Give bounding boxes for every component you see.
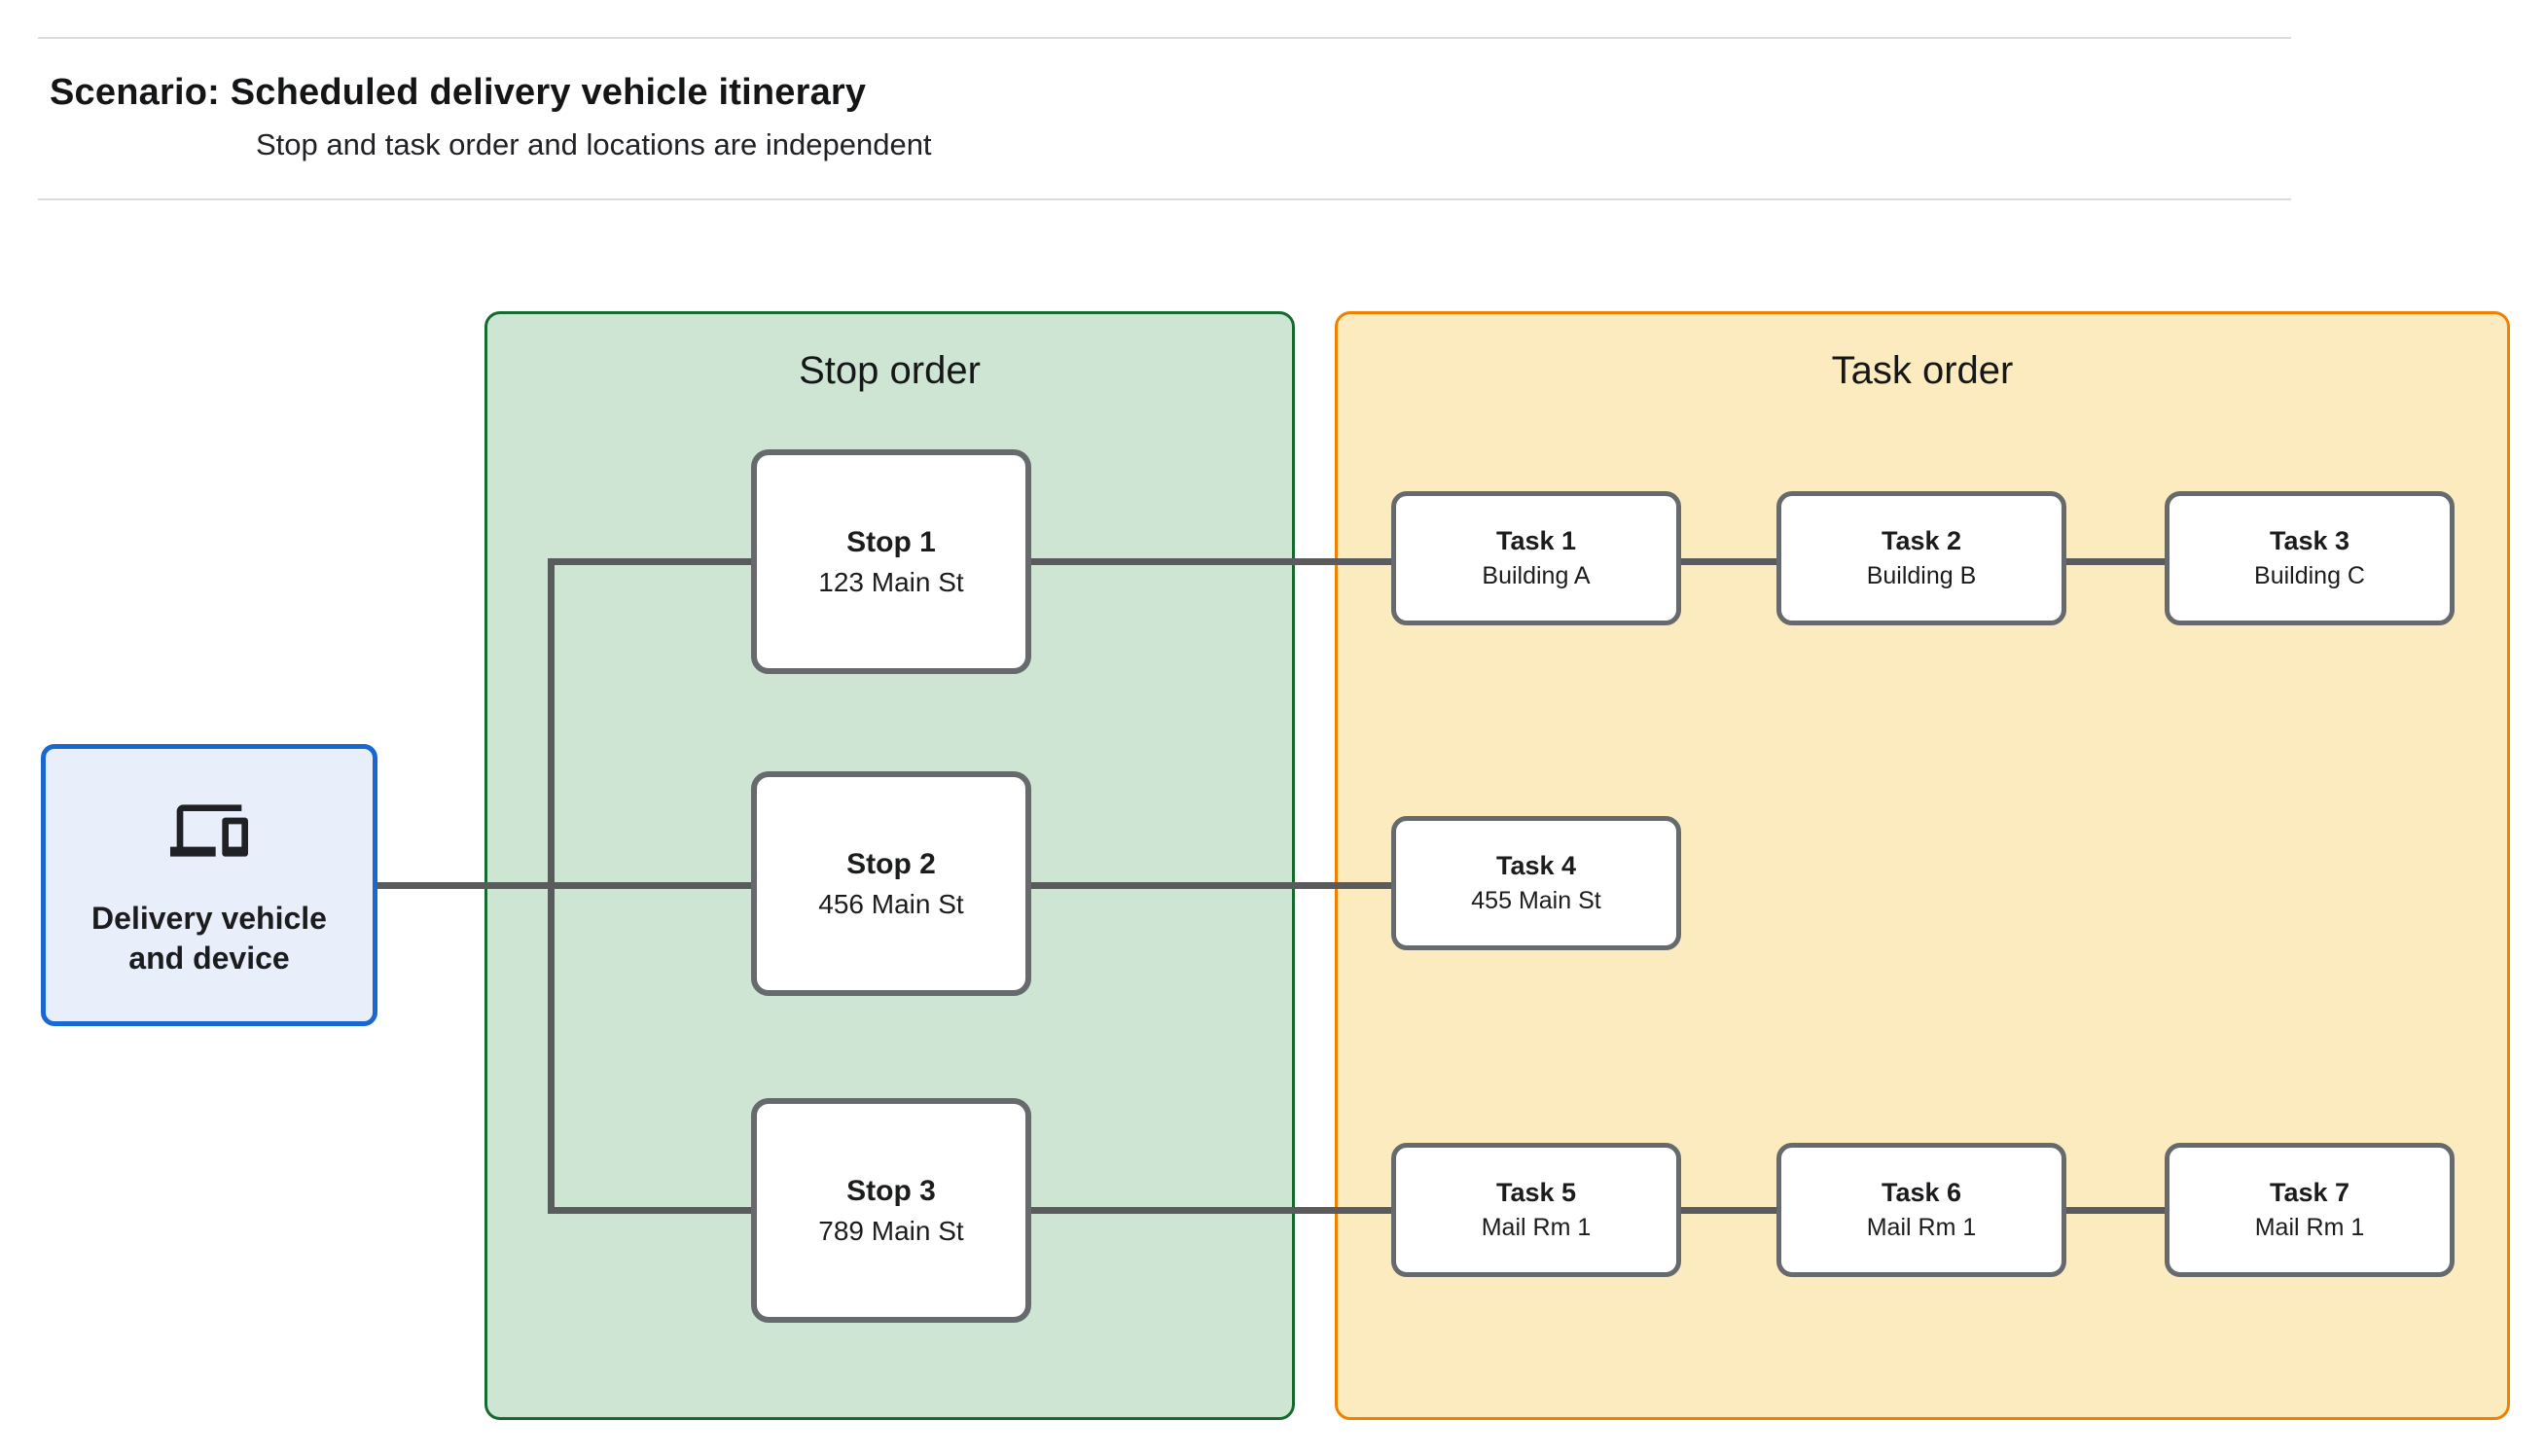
connector-branch-stop3 <box>548 1207 751 1214</box>
task-5-node: Task 5 Mail Rm 1 <box>1391 1143 1681 1277</box>
task-order-title: Task order <box>1831 349 2014 392</box>
task-name: Task 7 <box>2269 1178 2350 1207</box>
stop-name: Stop 2 <box>846 847 936 880</box>
stop-3-node: Stop 3 789 Main St <box>751 1098 1031 1323</box>
connector-stop2-task4 <box>1031 882 1391 889</box>
task-name: Task 3 <box>2269 526 2350 555</box>
divider-top <box>38 37 2291 39</box>
stop-2-node: Stop 2 456 Main St <box>751 771 1031 996</box>
task-6-node: Task 6 Mail Rm 1 <box>1776 1143 2066 1277</box>
task-location: Mail Rm 1 <box>1866 1213 1977 1241</box>
page-title: Scenario: Scheduled delivery vehicle iti… <box>50 72 867 113</box>
delivery-vehicle-node: Delivery vehicle and device <box>41 744 377 1026</box>
stop-order-title: Stop order <box>799 349 981 392</box>
connector-task2-task3 <box>2066 558 2165 565</box>
task-name: Task 1 <box>1495 526 1577 555</box>
connector-task1-task2 <box>1681 558 1776 565</box>
connector-vehicle-stop2 <box>376 882 751 889</box>
task-name: Task 5 <box>1495 1178 1577 1207</box>
task-2-node: Task 2 Building B <box>1776 491 2066 625</box>
page-subtitle: Stop and task order and locations are in… <box>256 127 932 161</box>
connector-task5-task6 <box>1681 1207 1776 1214</box>
stop-name: Stop 1 <box>846 525 936 558</box>
task-1-node: Task 1 Building A <box>1391 491 1681 625</box>
task-location: Mail Rm 1 <box>1481 1213 1592 1241</box>
stop-location: 123 Main St <box>818 566 964 597</box>
task-name: Task 4 <box>1495 851 1577 880</box>
stop-location: 456 Main St <box>818 888 964 919</box>
task-location: Building C <box>2254 561 2365 589</box>
task-name: Task 6 <box>1881 1178 1962 1207</box>
connector-stop1-task1 <box>1031 558 1391 565</box>
stop-1-node: Stop 1 123 Main St <box>751 449 1031 674</box>
stop-name: Stop 3 <box>846 1174 936 1207</box>
devices-icon <box>161 792 258 870</box>
stop-location: 789 Main St <box>818 1215 964 1246</box>
divider-bottom <box>38 198 2291 200</box>
task-4-node: Task 4 455 Main St <box>1391 816 1681 950</box>
connector-stop3-task5 <box>1031 1207 1391 1214</box>
task-location: Building B <box>1866 561 1977 589</box>
task-7-node: Task 7 Mail Rm 1 <box>2165 1143 2455 1277</box>
connector-trunk <box>548 558 555 1214</box>
delivery-vehicle-label: Delivery vehicle and device <box>91 901 327 976</box>
task-name: Task 2 <box>1881 526 1962 555</box>
task-location: Mail Rm 1 <box>2254 1213 2365 1241</box>
connector-task6-task7 <box>2066 1207 2165 1214</box>
connector-branch-stop1 <box>548 558 751 565</box>
task-3-node: Task 3 Building C <box>2165 491 2455 625</box>
task-location: 455 Main St <box>1471 886 1601 914</box>
task-location: Building A <box>1482 561 1591 589</box>
